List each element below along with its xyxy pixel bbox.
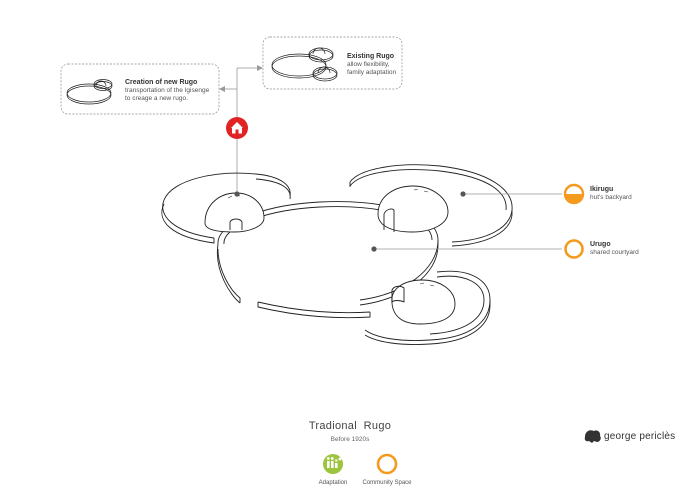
community-ring-icon	[376, 453, 398, 475]
callout-new-rugo-line1: transportation of the Igisenge	[125, 87, 210, 95]
ring-icon	[564, 239, 584, 259]
hut-dome-bottom	[391, 279, 456, 325]
pointer-lines	[374, 193, 562, 250]
callout-box-existing-rugo	[262, 36, 403, 90]
half-filled-circle-icon	[563, 183, 585, 205]
legend-adaptation-label: Adaptation	[318, 480, 348, 486]
label-urugo-sub: shared courtyard	[590, 249, 639, 257]
diagram-title: Tradional Rugo	[308, 420, 392, 432]
pointer-dot-left-hut	[234, 191, 240, 197]
bottom-right-backyard-enclosure	[364, 270, 491, 345]
mini-rugo-new-icon	[66, 79, 113, 105]
label-ikirugu-title: Ikirugu	[590, 186, 614, 193]
callout-new-rugo-title: Creation of new Rugo	[125, 79, 198, 86]
label-urugo-title: Urugo	[590, 241, 611, 248]
legend-community-label: Community Space	[362, 480, 412, 486]
brand-name: george periclès	[604, 431, 676, 442]
rugo-drawing	[161, 164, 513, 345]
left-backyard-enclosure	[161, 172, 291, 244]
callout-new-rugo-line2: to creage a new rugo.	[125, 95, 188, 103]
pointer-dot-urugo	[371, 246, 377, 252]
callout-existing-rugo-line1: allow flexibility,	[347, 61, 390, 69]
hut-dome-right	[377, 185, 449, 233]
right-backyard-enclosure	[349, 164, 513, 247]
callout-existing-rugo-title: Existing Rugo	[347, 53, 395, 60]
label-ikirugu-sub: hut's backyard	[590, 194, 632, 202]
arrow-to-new-rugo	[219, 86, 225, 92]
diagram-subtitle: Before 1920s	[330, 436, 370, 443]
arrow-to-existing-rugo	[257, 65, 263, 71]
lion-head-icon	[584, 430, 601, 443]
callout-existing-rugo-line2: family adaptation	[347, 69, 397, 77]
house-icon	[226, 117, 248, 139]
pointer-dot-ikirugu	[460, 191, 466, 197]
hut-dome-left	[204, 192, 265, 233]
mini-rugo-existing-icon	[271, 47, 338, 82]
family-icon	[323, 454, 343, 474]
